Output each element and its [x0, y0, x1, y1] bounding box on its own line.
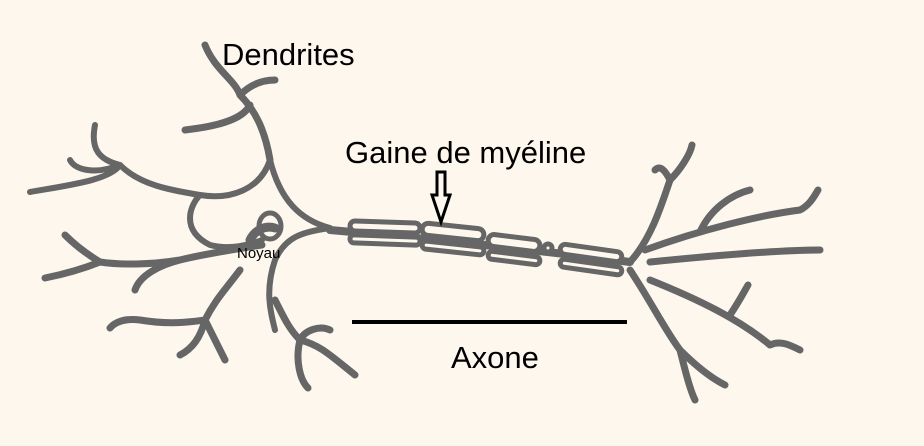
myelin-label: Gaine de myéline — [345, 135, 587, 170]
axon — [326, 218, 634, 278]
myelin-arrow — [429, 170, 453, 227]
myelin-sheath — [347, 218, 625, 278]
dendrites-label: Dendrites — [222, 37, 355, 72]
nucleus-label: Noyau — [237, 245, 281, 262]
nucleus-shape — [256, 210, 284, 242]
axon-label: Axone — [451, 340, 539, 375]
dendrites — [27, 41, 359, 392]
axon-terminals — [626, 141, 824, 404]
